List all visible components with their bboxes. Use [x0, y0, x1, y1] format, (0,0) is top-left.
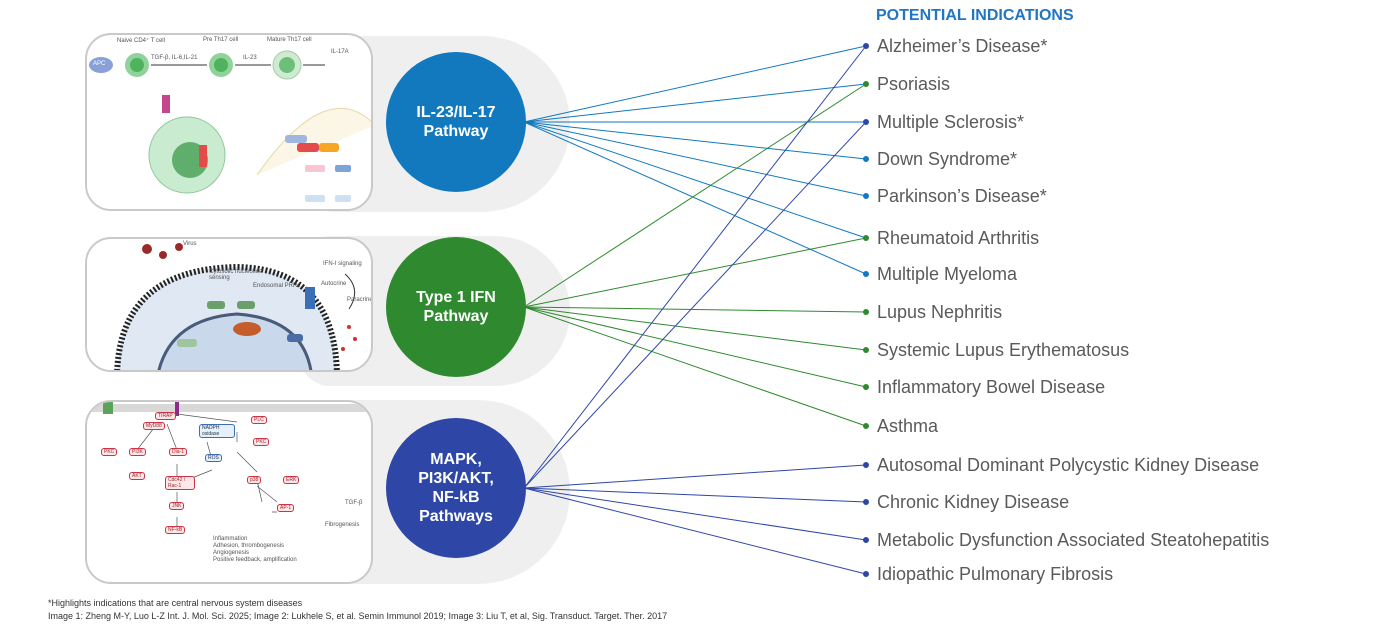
pre-th17-label: Pre Th17 cell	[203, 37, 239, 43]
apc-label: APC	[93, 61, 106, 67]
il23-pathway-label: IL-23/IL-17 Pathway	[416, 104, 496, 140]
indication-item: Chronic Kidney Disease	[877, 492, 1070, 512]
connector-il23	[523, 121, 867, 275]
ifn-pathway-label: Type 1 IFN Pathway	[416, 289, 496, 325]
indication-item: Lupus Nephritis	[877, 302, 1003, 322]
jnk-node: JNK	[169, 502, 185, 510]
connector-il23	[523, 121, 867, 197]
mapk-pathway-image: TIRAP MyD88 PLC NADPH oxidase PKC PKC PI…	[85, 400, 373, 584]
connector-ifn	[523, 306, 867, 351]
outcomes-label: Inflammation Adhesion, thrombogenesis An…	[213, 536, 297, 563]
endosomal-label: Endosomal PRRs	[253, 283, 301, 289]
tgfb-label: TGF-β	[345, 500, 363, 506]
il23-label: IL-23	[243, 55, 257, 61]
footnote-image-sources: Image 1: Zheng M-Y, Luo L-Z Int. J. Mol.…	[48, 611, 668, 621]
tirap-node: TIRAP	[155, 412, 176, 420]
connector-dot	[863, 537, 869, 543]
pi3k-node: PI3K	[129, 448, 146, 456]
connector-ifn	[523, 306, 867, 313]
paracrine-label: Paracrine	[347, 297, 373, 303]
connector-dot	[863, 119, 869, 125]
connector-dot	[863, 384, 869, 390]
dia1-node: Dia-1	[169, 448, 187, 456]
naive-cell-label: Naive CD4⁺ T cell	[117, 38, 165, 44]
connector-dot	[863, 462, 869, 468]
il23-pathway-image: Naive CD4⁺ T cell Pre Th17 cell Mature T…	[85, 33, 373, 211]
connector-mapk	[523, 121, 867, 489]
ap1-node: AP-1	[277, 504, 295, 512]
indication-item: Inflammatory Bowel Disease	[877, 377, 1106, 397]
erk-node: ERK	[283, 476, 300, 484]
mapk-pathway-circle: MAPK, PI3K/AKT, NF-kB Pathways	[386, 418, 526, 558]
ifn-pathway-circle: Type 1 IFN Pathway	[386, 237, 526, 377]
il23-pathway-circle: IL-23/IL-17 Pathway	[386, 52, 526, 192]
indication-item: Multiple Sclerosis*	[877, 112, 1025, 132]
connector-il23	[523, 45, 867, 123]
il17a-label: IL-17A	[331, 49, 349, 55]
connector-dot	[863, 235, 869, 241]
connector-dot	[863, 156, 869, 162]
virus-label: Virus	[183, 241, 197, 247]
connector-il23	[523, 121, 867, 239]
ifn-pathway-image: Virus Cytosolic nucleotide sensing Endos…	[85, 237, 373, 372]
plc-node: PLC	[251, 416, 267, 424]
p38-node: p38	[247, 476, 262, 484]
connector-mapk	[523, 45, 867, 489]
indication-item: Asthma	[877, 416, 939, 436]
ifn-signaling-label: IFN-I signaling	[323, 261, 362, 267]
connector-il23	[523, 83, 867, 123]
pkc-node-right: PKC	[253, 438, 270, 446]
indication-item: Psoriasis	[877, 74, 951, 94]
connector-dot	[863, 43, 869, 49]
connector-dot	[863, 571, 869, 577]
pkc-node-left: PKC	[101, 448, 118, 456]
connector-dot	[863, 309, 869, 315]
il23-pathway-illustration	[89, 50, 371, 202]
cdc42-node: Cdc42 / Rac-1	[165, 476, 195, 490]
ifn-pathway-illustration	[114, 243, 357, 370]
potential-indications-heading: POTENTIAL INDICATIONS	[876, 7, 1074, 24]
indication-item: Multiple Myeloma	[877, 264, 1018, 284]
connector-dot	[863, 271, 869, 277]
connector-dot	[863, 347, 869, 353]
footnote-cns: *Highlights indications that are central…	[48, 598, 303, 608]
connector-ifn	[523, 237, 867, 308]
connector-dot	[863, 499, 869, 505]
indication-item: Systemic Lupus Erythematosus	[877, 340, 1130, 360]
indication-item: Parkinson’s Disease*	[877, 186, 1047, 206]
connector-mapk	[523, 487, 867, 575]
nfkb-node: NF-kB	[165, 526, 186, 534]
connector-mapk	[523, 487, 867, 541]
indication-item: Rheumatoid Arthritis	[877, 228, 1040, 248]
connector-dot	[863, 193, 869, 199]
cytokine-label: TGF-β, IL-6,IL-21	[151, 55, 198, 61]
mapk-pathway-label: MAPK, PI3K/AKT, NF-kB Pathways	[418, 451, 494, 525]
cytosolic-label: Cytosolic nucleotide sensing	[209, 269, 263, 281]
connector-il23	[523, 121, 867, 160]
akt-node: AKT	[129, 472, 145, 480]
connector-ifn	[523, 306, 867, 427]
mature-th17-label: Mature Th17 cell	[267, 37, 312, 43]
indication-item: Idiopathic Pulmonary Fibrosis	[877, 564, 1114, 584]
indication-item: Autosomal Dominant Polycystic Kidney Dis…	[877, 455, 1260, 475]
connector-ifn	[523, 83, 867, 308]
connector-dot	[863, 81, 869, 87]
indication-item: Alzheimer’s Disease*	[877, 36, 1048, 56]
ros-node: ROS	[205, 454, 222, 462]
indication-item: Metabolic Dysfunction Associated Steatoh…	[877, 530, 1270, 550]
indication-item: Down Syndrome*	[877, 149, 1018, 169]
connector-ifn	[523, 306, 867, 388]
connector-dot	[863, 423, 869, 429]
fibrogenesis-label: Fibrogenesis	[325, 522, 360, 528]
connector-mapk	[523, 487, 867, 503]
myd88-node: MyD88	[143, 422, 165, 430]
nadph-node: NADPH oxidase	[199, 424, 235, 438]
autocrine-label: Autocrine	[321, 281, 347, 287]
connector-mapk	[523, 464, 867, 489]
